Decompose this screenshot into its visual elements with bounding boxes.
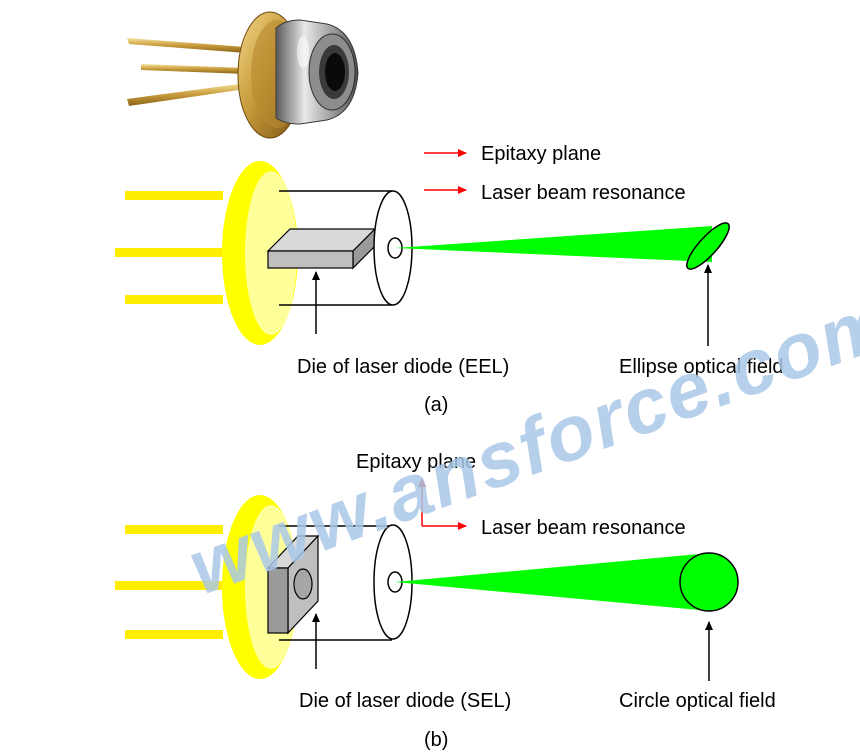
panel-a: Epitaxy plane Laser beam resonance Die o…	[115, 143, 784, 416]
photo-metal-cap	[275, 19, 359, 125]
to-can-laser-diode-photo	[127, 11, 359, 139]
legend-epitaxy-a: Epitaxy plane	[481, 143, 601, 165]
die-label-a: Die of laser diode (EEL)	[297, 356, 509, 378]
die-label-b: Die of laser diode (SEL)	[299, 690, 511, 712]
sel-die	[266, 534, 320, 635]
legend-epitaxy-b: Epitaxy plane	[356, 451, 476, 473]
legend-resonance-a: Laser beam resonance	[481, 182, 686, 204]
laser-beam-b	[395, 553, 710, 611]
lead-pin-a-1	[125, 191, 223, 200]
field-label-b: Circle optical field	[619, 690, 776, 712]
lead-pin-b-2	[115, 581, 223, 590]
circle-optical-field	[679, 552, 739, 612]
lead-pin-b-3	[125, 630, 223, 639]
field-label-a: Ellipse optical field	[619, 356, 784, 378]
legend-resonance-b: Laser beam resonance	[481, 517, 686, 539]
eel-die	[266, 227, 377, 270]
panel-b: Epitaxy plane Laser beam resonance Die o…	[115, 451, 776, 751]
caption-b: (b)	[424, 729, 448, 751]
lead-pin-b-1	[125, 525, 223, 534]
caption-a: (a)	[424, 394, 448, 416]
lead-pin-a-2	[115, 248, 223, 257]
lead-pin-a-3	[125, 295, 223, 304]
laser-beam-a	[395, 226, 712, 262]
ellipse-optical-field	[686, 222, 730, 270]
photo-pins	[127, 38, 246, 106]
